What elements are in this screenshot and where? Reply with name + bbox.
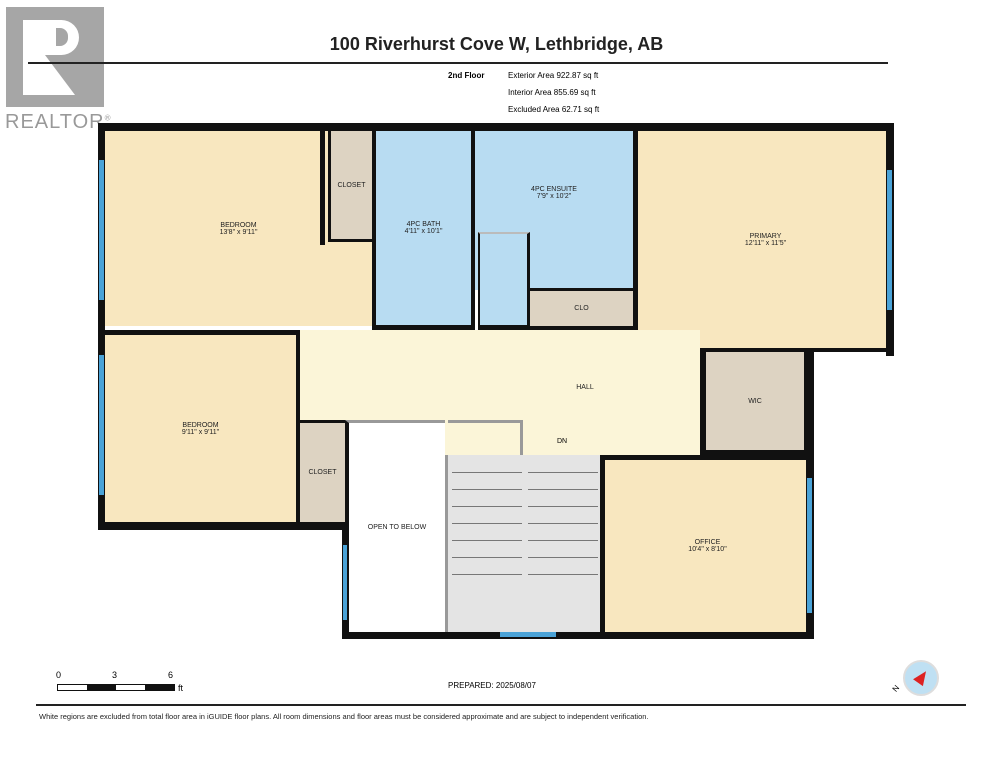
window <box>99 355 104 495</box>
stair-step <box>452 506 522 507</box>
prepared-date: PREPARED: 2025/08/07 <box>448 681 536 690</box>
room-name: BEDROOM <box>220 221 257 229</box>
stair-step <box>452 523 522 524</box>
stair-step <box>528 574 598 575</box>
room-name: BEDROOM <box>182 421 219 429</box>
room-name: OPEN TO BELOW <box>367 524 427 531</box>
window <box>343 545 347 620</box>
stairs-dn-label: DN <box>557 438 568 445</box>
interior-area: Interior Area 855.69 sq ft <box>508 88 596 97</box>
scale-tick-3: 3 <box>112 670 118 680</box>
room-name: OFFICE <box>694 539 721 546</box>
scale-bar <box>57 684 175 691</box>
open-to-below: OPEN TO BELOW <box>345 420 445 632</box>
stair-step <box>528 489 598 490</box>
room-name: 4PC ENSUITE <box>531 186 577 193</box>
room-clo: CLO <box>530 288 633 330</box>
stairs <box>445 455 600 632</box>
exterior-area: Exterior Area 922.87 sq ft <box>508 71 599 80</box>
stair-step <box>452 540 522 541</box>
floor-label: 2nd Floor <box>448 71 485 80</box>
room-name: HALL <box>576 384 594 391</box>
room-wic: WIC <box>700 352 810 455</box>
room-closet-1: CLOSET <box>328 131 372 242</box>
room-dims: 12'11" x 11'5" <box>744 239 787 247</box>
window <box>807 478 812 613</box>
wall-left <box>98 123 105 530</box>
scale-tick-0: 0 <box>56 670 62 680</box>
stair-step <box>528 557 598 558</box>
realtor-logo-text: REALTOR® <box>5 111 112 133</box>
room-name: 4PC BATH <box>406 221 441 228</box>
room-dims: 4'11" x 10'1" <box>404 228 443 235</box>
scale-unit: ft <box>178 683 184 693</box>
room-dims: 9'11" x 9'11" <box>181 428 220 436</box>
room-name: WIC <box>748 397 762 405</box>
stair-step <box>528 506 598 507</box>
room-name: PRIMARY <box>749 232 782 240</box>
wall-bath-top <box>320 123 325 245</box>
stair-step <box>528 523 598 524</box>
room-closet-2: CLOSET <box>300 420 345 522</box>
ensuite-shower <box>478 232 530 330</box>
wall-bottom-left <box>98 522 345 530</box>
room-name: CLOSET <box>308 469 337 476</box>
compass-label: N <box>890 683 902 694</box>
window <box>887 170 892 310</box>
room-dims: 7'9" x 10'2" <box>536 193 572 200</box>
stair-step <box>452 557 522 558</box>
stair-rail <box>448 420 523 455</box>
stair-step <box>452 472 522 473</box>
page-title: 100 Riverhurst Cove W, Lethbridge, AB <box>329 34 664 54</box>
wall-bottom <box>342 632 814 639</box>
footer-rule <box>36 704 966 706</box>
stair-step <box>452 574 522 575</box>
stair-step <box>528 540 598 541</box>
scale-tick-6: 6 <box>168 670 174 680</box>
compass-icon <box>903 660 939 696</box>
window <box>500 632 556 637</box>
window <box>99 160 104 300</box>
stair-step <box>528 472 598 473</box>
header-rule <box>28 62 888 64</box>
room-dims: 10'4" x 8'10" <box>688 546 727 553</box>
footer-disclaimer: White regions are excluded from total fl… <box>39 712 649 721</box>
room-name: CLOSET <box>337 181 366 189</box>
excluded-area: Excluded Area 62.71 sq ft <box>508 105 600 114</box>
room-dims: 13'8" x 9'11" <box>219 228 258 236</box>
room-name: CLO <box>574 305 589 312</box>
stair-step <box>452 489 522 490</box>
realtor-logo <box>6 7 104 107</box>
wall-top <box>98 123 893 131</box>
